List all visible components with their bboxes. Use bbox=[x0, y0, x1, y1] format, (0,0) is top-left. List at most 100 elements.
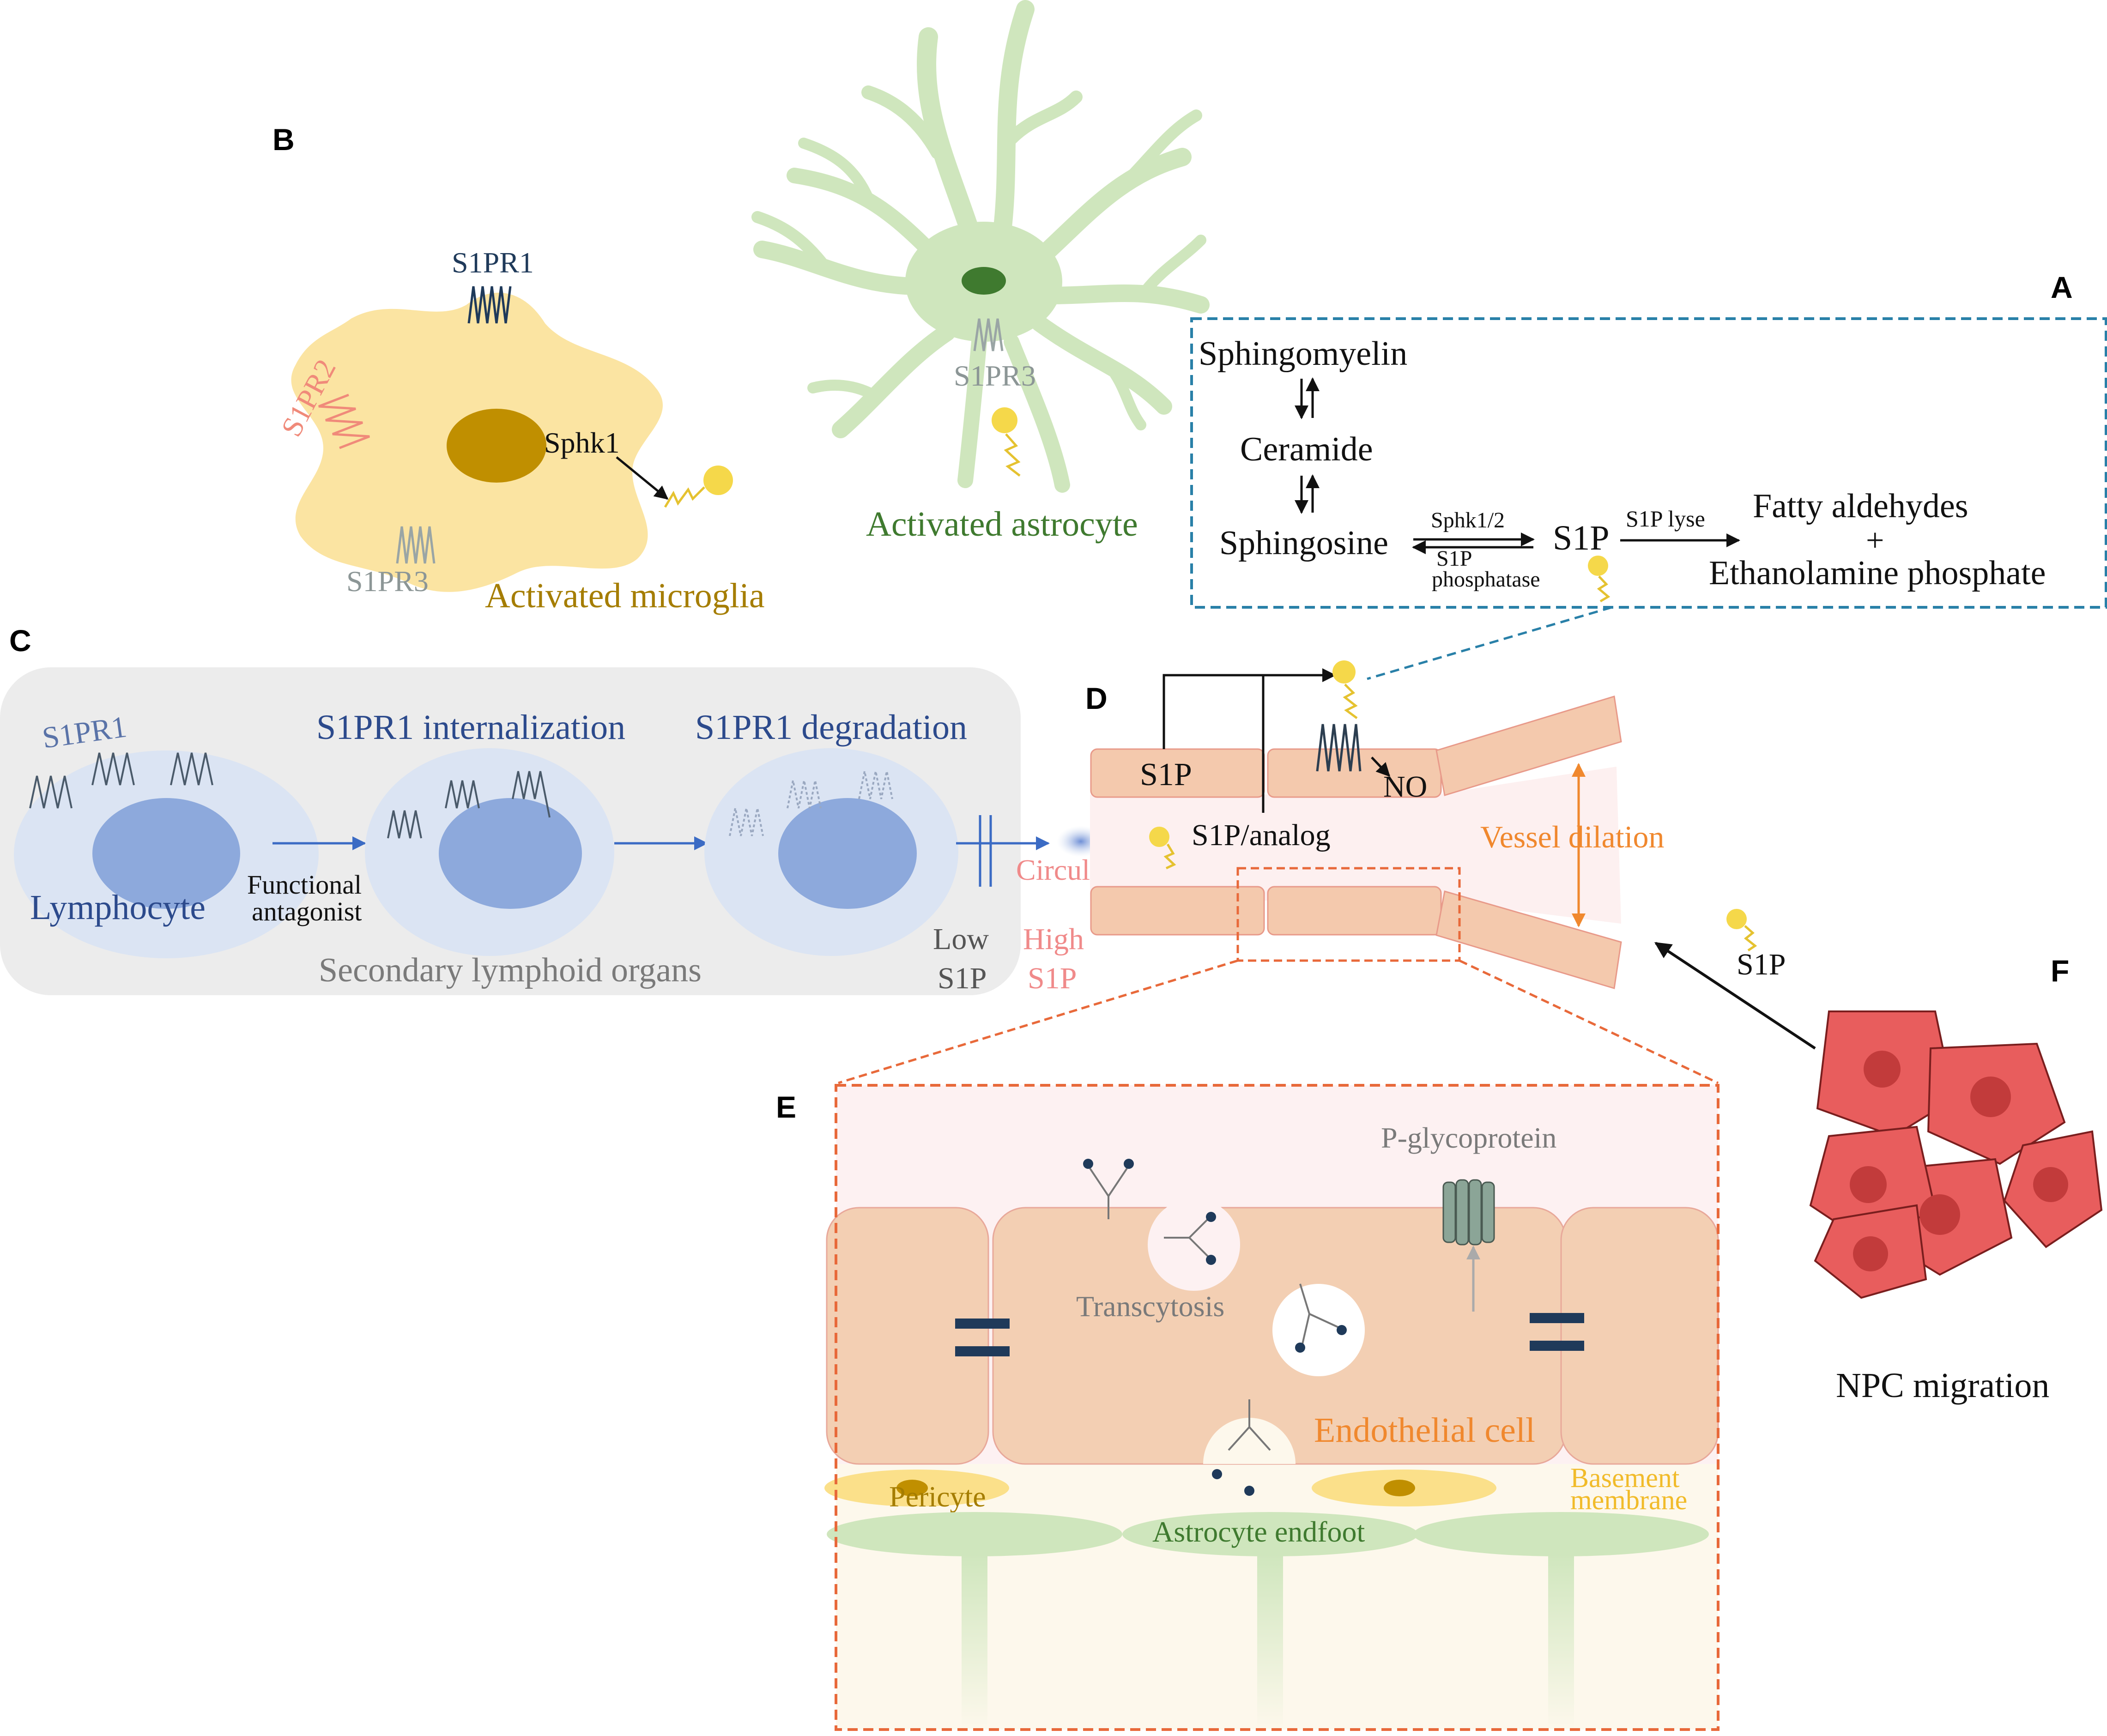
pericyte-right-nucleus bbox=[1384, 1480, 1415, 1496]
bbb-box-outline bbox=[835, 1084, 1720, 1731]
fatty-aldehydes-label: Fatty aldehydes bbox=[1753, 487, 1968, 525]
functional-antagonist-label-2: antagonist bbox=[252, 896, 362, 926]
astrocyte-process-right bbox=[1548, 1552, 1574, 1730]
zoom-line-left bbox=[838, 959, 1238, 1084]
astrocyte-s1p-ligand bbox=[992, 407, 1021, 477]
astrocyte-s1pr3-receptor bbox=[973, 318, 1004, 351]
npc-migration-label: NPC migration bbox=[1836, 1366, 2049, 1405]
microglia-s1pr3-receptor bbox=[396, 526, 436, 564]
endothelial-s1pr1-receptor bbox=[1316, 724, 1362, 772]
astrocyte-s1pr3-label: S1PR3 bbox=[954, 359, 1036, 392]
panel-label-f: F bbox=[2051, 954, 2069, 988]
low-s1p-label-1: Low bbox=[933, 922, 989, 956]
microglia-s1pr1-label: S1PR1 bbox=[452, 246, 534, 279]
zoom-line-right bbox=[1459, 959, 1719, 1084]
vessel-wall-dilated-top bbox=[1435, 696, 1622, 796]
s1p-label-d: S1P bbox=[1140, 757, 1192, 792]
no-arrow bbox=[1371, 756, 1391, 777]
ceramide-label: Ceramide bbox=[1240, 430, 1373, 468]
astrocyte-endfoot-center bbox=[1122, 1512, 1418, 1556]
s1p-analog-label: S1P/analog bbox=[1192, 818, 1331, 852]
astrocyte-endfoot-left bbox=[827, 1512, 1122, 1556]
tight-junction-right-2 bbox=[1530, 1341, 1584, 1351]
endothelial-cell-left bbox=[826, 1207, 989, 1465]
s1p-phosphatase-label-2: phosphatase bbox=[1432, 567, 1540, 592]
endothelial-cell-right bbox=[1560, 1207, 1719, 1465]
panel-label-a: A bbox=[2051, 270, 2073, 304]
npc-s1p-label: S1P bbox=[1737, 948, 1786, 981]
p-glycoprotein-label: P-glycoprotein bbox=[1381, 1121, 1556, 1154]
astrocyte-process-left bbox=[962, 1552, 987, 1730]
released-cargo-2 bbox=[1244, 1486, 1254, 1496]
vessel-wall-bottom-right bbox=[1267, 886, 1442, 936]
activated-microglia-label: Activated microglia bbox=[485, 576, 765, 615]
no-label: NO bbox=[1383, 770, 1427, 804]
astrocyte-nucleus bbox=[962, 267, 1006, 295]
npc-migration-arrow bbox=[1654, 942, 1816, 1050]
secondary-lymphoid-organs-label: Secondary lymphoid organs bbox=[319, 951, 702, 989]
vessel-lumen bbox=[1090, 767, 1621, 924]
pathway-box bbox=[1190, 317, 2107, 609]
vessel-s1p-ligand-top bbox=[1332, 660, 1358, 720]
vessel-s1p-ligand-lumen bbox=[1149, 827, 1176, 870]
s1p-lyase-label: S1P lyse bbox=[1626, 506, 1705, 532]
vessel-wall-dilated-bottom bbox=[1435, 890, 1622, 989]
pathway-to-vessel-connector bbox=[1367, 606, 1612, 680]
activated-astrocyte-label: Activated astrocyte bbox=[866, 505, 1138, 544]
vessel-wall-bottom-left bbox=[1090, 886, 1265, 936]
astrocyte-endfoot-right bbox=[1413, 1512, 1709, 1556]
zoom-region-box bbox=[1236, 867, 1461, 962]
panel-label-b: B bbox=[272, 122, 295, 157]
panel-label-e: E bbox=[776, 1090, 796, 1124]
pericyte-left-nucleus bbox=[896, 1480, 928, 1496]
astrocyte-process-center bbox=[1257, 1552, 1283, 1730]
astrocyte-endfoot-label: Astrocyte endfoot bbox=[1152, 1515, 1365, 1548]
transcytosis-vesicle-2 bbox=[1272, 1284, 1365, 1376]
tight-junction-right-1 bbox=[1530, 1313, 1584, 1323]
sphingomyelin-label: Sphingomyelin bbox=[1199, 335, 1407, 373]
tight-junction-left-2 bbox=[955, 1346, 1010, 1356]
npc-nuclei bbox=[1850, 1051, 2068, 1271]
microglia-s1pr2-receptor bbox=[318, 393, 370, 449]
lymphocyte-cell-2 bbox=[365, 748, 614, 956]
equilibrium-arrow-2 bbox=[1295, 474, 1320, 514]
sphk1-label: Sphk1 bbox=[544, 426, 620, 459]
sphk12-label: Sphk1/2 bbox=[1431, 508, 1505, 532]
transcytosis-vesicle-3 bbox=[1203, 1418, 1296, 1464]
vesicle-3-cargo bbox=[1228, 1399, 1271, 1451]
s1p-signal-arrow bbox=[1162, 668, 1336, 749]
lymphocyte-cell-1 bbox=[14, 750, 319, 958]
s1p-label-a: S1P bbox=[1553, 519, 1610, 557]
activated-astrocyte-cell bbox=[751, 0, 1210, 493]
basement-membrane-label-2: membrane bbox=[1570, 1485, 1687, 1515]
activated-microglia-cell bbox=[291, 292, 663, 592]
vesicle-2-cargo bbox=[1295, 1283, 1347, 1353]
npc-s1p-ligand bbox=[1726, 909, 1757, 952]
plus-label: + bbox=[1866, 523, 1884, 558]
panel-label-d: D bbox=[1085, 681, 1108, 715]
released-cargo-1 bbox=[1212, 1469, 1222, 1479]
basement-membrane-label-1: Basement bbox=[1570, 1463, 1680, 1493]
sphk1-arrow bbox=[616, 456, 669, 500]
transcytosis-vesicle-1 bbox=[1148, 1198, 1240, 1291]
s1p-phosphatase-label-1: S1P bbox=[1436, 546, 1472, 571]
pericyte-label: Pericyte bbox=[889, 1480, 986, 1513]
microglia-s1p-ligand bbox=[664, 466, 733, 508]
tight-junction-left-1 bbox=[955, 1319, 1010, 1329]
microglia-s1pr3-label: S1PR3 bbox=[346, 565, 429, 598]
p-glycoprotein-transporter bbox=[1442, 1179, 1495, 1246]
low-s1p-label-2: S1P bbox=[938, 962, 987, 995]
vessel-dilation-label: Vessel dilation bbox=[1480, 819, 1665, 854]
panel-label-c: C bbox=[9, 623, 31, 658]
ethanolamine-phosphate-label: Ethanolamine phosphate bbox=[1709, 554, 2046, 592]
microglia-s1pr1-receptor bbox=[467, 286, 512, 324]
endothelial-cell-label: Endothelial cell bbox=[1314, 1411, 1535, 1450]
high-s1p-label-1: High bbox=[1023, 922, 1084, 956]
lymphocyte-cell-3 bbox=[704, 748, 958, 956]
vesicle-1-cargo bbox=[1164, 1212, 1216, 1265]
high-s1p-label-2: S1P bbox=[1028, 962, 1077, 995]
microglia-nucleus bbox=[447, 409, 546, 483]
pathway-s1p-ligand bbox=[1588, 556, 1611, 603]
s1pr1-internalization-label: S1PR1 internalization bbox=[316, 708, 625, 747]
